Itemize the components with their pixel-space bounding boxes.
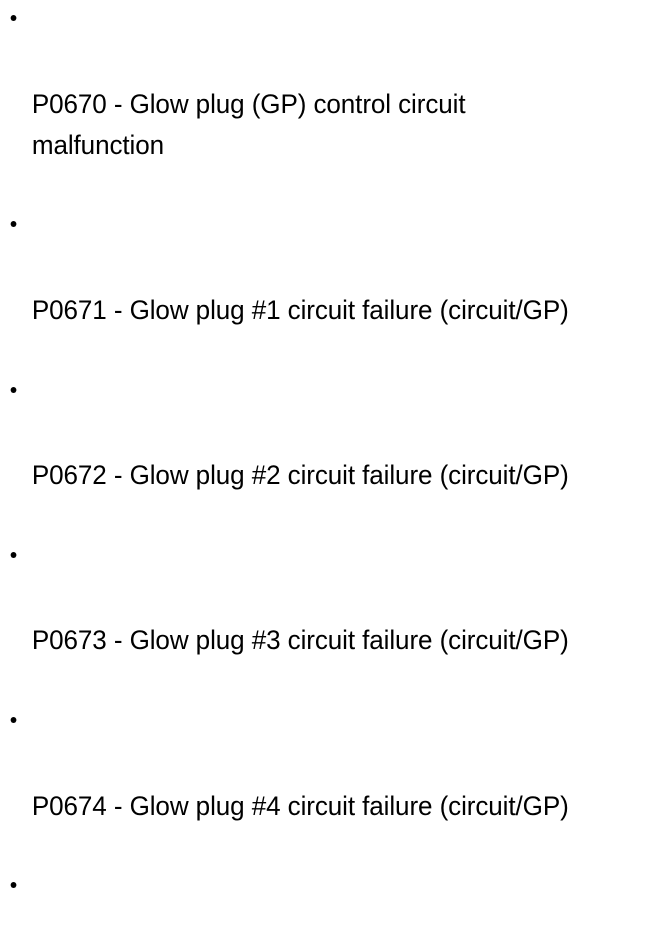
list-item: P0675 - Glow plug #5 circuit failure (ci… xyxy=(0,868,648,952)
list-item: P0673 - Glow plug #3 circuit failure (ci… xyxy=(0,538,648,703)
list-item-label: P0671 - Glow plug #1 circuit failure (ci… xyxy=(31,295,569,326)
list-item-label: P0675 - Glow plug #5 circuit failure (ci… xyxy=(32,951,649,952)
list-item: P0670 - Glow plug (GP) control circuit m… xyxy=(0,1,648,207)
bullet-icon xyxy=(10,882,17,889)
list-item-label: P0670 - Glow plug (GP) control circuit m… xyxy=(31,88,466,160)
list-item: P0672 - Glow plug #2 circuit failure (ci… xyxy=(0,373,648,538)
list-item-label: P0674 - Glow plug #4 circuit failure (ci… xyxy=(31,790,569,821)
bullet-icon xyxy=(10,717,17,724)
bullet-icon xyxy=(10,15,17,21)
bullet-icon xyxy=(10,221,17,228)
list-item-label: P0673 - Glow plug #3 circuit failure (ci… xyxy=(31,625,569,656)
list-item: P0671 - Glow plug #1 circuit failure (ci… xyxy=(0,207,648,372)
list-item: P0674 - Glow plug #4 circuit failure (ci… xyxy=(0,703,648,868)
bullet-icon xyxy=(10,386,17,393)
bullet-icon xyxy=(10,551,17,558)
